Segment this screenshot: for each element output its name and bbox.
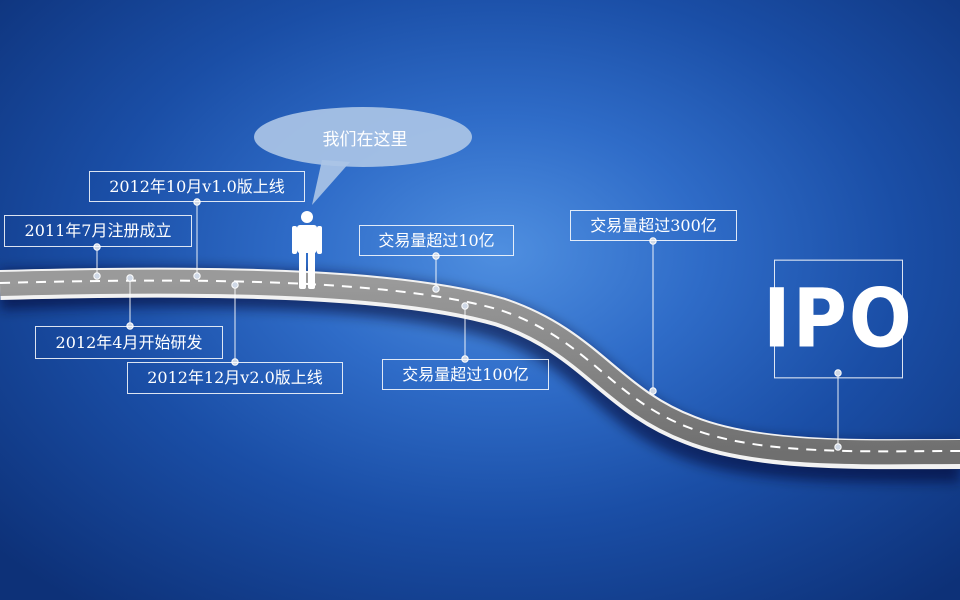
dot-1a — [93, 243, 101, 251]
speech-bubble — [254, 107, 472, 205]
milestone-volume-10b: 交易量超过100亿 — [382, 359, 549, 390]
ipo-goal: IPO — [763, 259, 912, 379]
dot-6a — [461, 302, 469, 310]
milestone-registered: 2011年7月注册成立 — [4, 215, 192, 247]
dot-7a — [649, 237, 657, 245]
speech-bubble-text: 我们在这里 — [322, 129, 408, 150]
person-icon — [292, 211, 322, 289]
dot-2a — [193, 198, 201, 206]
dot-1b — [93, 272, 101, 280]
dot-7b — [649, 387, 657, 395]
dot-2b — [193, 272, 201, 280]
milestone-v2-launch: 2012年12月v2.0版上线 — [127, 362, 343, 394]
milestone-volume-30b: 交易量超过300亿 — [570, 210, 737, 241]
dot-5b — [432, 285, 440, 293]
milestone-volume-1b: 交易量超过10亿 — [359, 225, 514, 256]
lane-markings — [0, 279, 960, 453]
dot-6b — [461, 355, 469, 363]
dot-ipo-b — [834, 443, 842, 451]
dot-5a — [432, 252, 440, 260]
dot-3b — [126, 322, 134, 330]
dot-4b — [231, 358, 239, 366]
dot-3a — [126, 274, 134, 282]
milestone-dev-start: 2012年4月开始研发 — [35, 326, 223, 359]
milestone-v1-launch: 2012年10月v1.0版上线 — [89, 171, 305, 202]
dot-4a — [231, 281, 239, 289]
dot-ipo-a — [834, 369, 842, 377]
